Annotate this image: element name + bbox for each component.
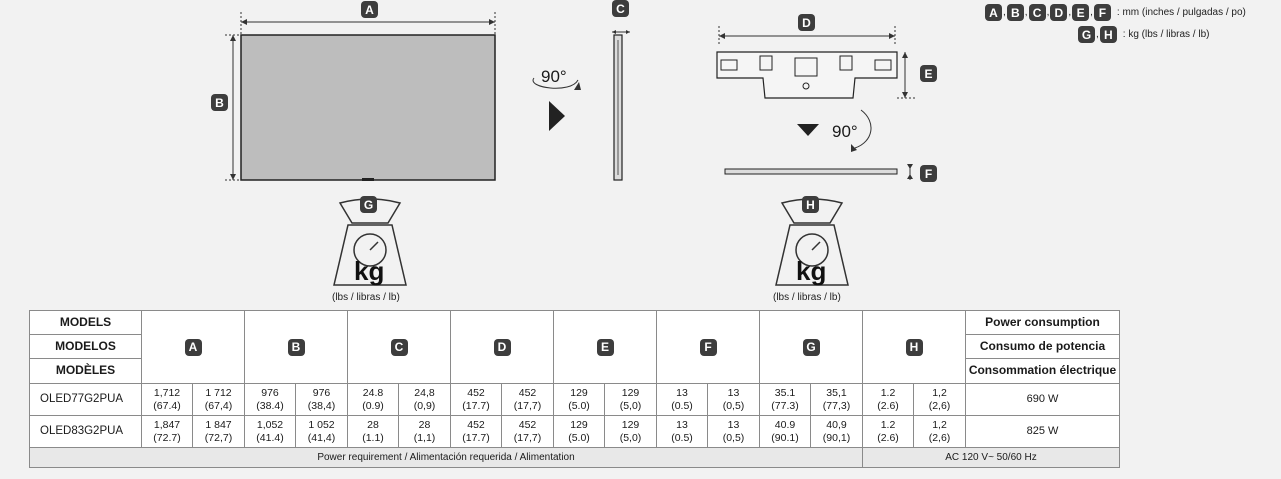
scale-tv-icon: kg: [333, 198, 407, 286]
rotate-label-2: 90°: [832, 122, 858, 141]
label-g: G: [360, 196, 377, 213]
cell-value: 1,847(72.7): [141, 415, 193, 448]
power-header-es: Consumo de potencia: [965, 334, 1120, 359]
models-header-en: MODELS: [29, 310, 142, 335]
power-value: 690 W: [965, 383, 1120, 416]
cell-value: 13(0,5): [707, 383, 760, 416]
tv-side-diagram: [612, 30, 630, 181]
cell-value: 35,1(77,3): [810, 383, 863, 416]
cell-value: 28(1.1): [347, 415, 399, 448]
table-row: OLED77G2PUA 1,712(67.4) 1 712(67,4) 976(…: [29, 383, 1120, 416]
weight-units: : kg (lbs / libras / lb): [1122, 29, 1210, 40]
cell-value: 24,8(0,9): [398, 383, 451, 416]
models-header-fr: MODÈLES: [29, 358, 142, 384]
cell-value: 1 712(67,4): [192, 383, 245, 416]
header-g: G: [759, 310, 863, 384]
cell-value: 452(17.7): [450, 383, 502, 416]
label-d: D: [798, 14, 815, 31]
badge-d: D: [1050, 4, 1068, 21]
cell-value: 976(38.4): [244, 383, 296, 416]
cell-value: 40.9(90.1): [759, 415, 811, 448]
cell-value: 129(5,0): [604, 383, 657, 416]
cell-value: 35.1(77.3): [759, 383, 811, 416]
cell-value: 129(5.0): [553, 415, 605, 448]
header-b: B: [244, 310, 348, 384]
cell-value: 452(17,7): [501, 383, 554, 416]
spec-table: MODELS A B C D E F G H Power consumption…: [29, 310, 1120, 468]
badge-b: B: [1006, 4, 1024, 21]
table-row: OLED83G2PUA 1,847(72.7) 1 847(72,7) 1,05…: [29, 415, 1120, 448]
cell-value: 1,052(41.4): [244, 415, 296, 448]
cell-value: 1 847(72,7): [192, 415, 245, 448]
header-a: A: [141, 310, 245, 384]
model-name: OLED83G2PUA: [29, 415, 142, 448]
label-b: B: [211, 94, 228, 111]
cell-value: 452(17,7): [501, 415, 554, 448]
scale-tv-unit: kg: [354, 256, 384, 286]
badge-h: H: [1099, 26, 1117, 43]
cell-value: 1,2(2,6): [913, 415, 966, 448]
badge-g: G: [1078, 26, 1095, 43]
wall-bracket-diagram: [716, 26, 915, 180]
cell-value: 452(17.7): [450, 415, 502, 448]
label-c: C: [612, 0, 629, 17]
cell-value: 1.2(2.6): [862, 383, 914, 416]
header-d: D: [450, 310, 554, 384]
cell-value: 24.8(0.9): [347, 383, 399, 416]
label-e: E: [920, 65, 937, 82]
cell-value: 28(1,1): [398, 415, 451, 448]
power-header-fr: Consommation électrique: [965, 358, 1120, 384]
badge-e: E: [1072, 4, 1090, 21]
label-a: A: [361, 1, 378, 18]
cell-value: 976(38,4): [295, 383, 348, 416]
power-requirement-label: Power requirement / Alimentación requeri…: [29, 447, 863, 468]
power-requirement-value: AC 120 V~ 50/60 Hz: [862, 447, 1120, 468]
tv-front-diagram: [225, 12, 496, 181]
rotate-arrow-icon: [532, 77, 581, 90]
badge-f: F: [1093, 4, 1111, 21]
cell-value: 129(5,0): [604, 415, 657, 448]
cell-value: 13(0.5): [656, 415, 708, 448]
badge-a: A: [985, 4, 1002, 21]
header-c: C: [347, 310, 451, 384]
cell-value: 1,712(67.4): [141, 383, 193, 416]
cell-value: 40,9(90,1): [810, 415, 863, 448]
label-h: H: [802, 196, 819, 213]
model-name: OLED77G2PUA: [29, 383, 142, 416]
cell-value: 1 052(41,4): [295, 415, 348, 448]
cell-value: 129(5.0): [553, 383, 605, 416]
header-h: H: [862, 310, 966, 384]
dimension-legend: A, B, C, D, E, F : mm (inches / pulgadas…: [985, 4, 1246, 21]
cell-value: 13(0.5): [656, 383, 708, 416]
cell-value: 1,2(2,6): [913, 383, 966, 416]
header-e: E: [553, 310, 657, 384]
play-arrow-icon: [549, 101, 565, 131]
weight-legend: G, H : kg (lbs / libras / lb): [1078, 26, 1209, 43]
cell-value: 13(0,5): [707, 415, 760, 448]
badge-c: C: [1028, 4, 1046, 21]
header-f: F: [656, 310, 760, 384]
scale-tv-caption: (lbs / libras / lb): [332, 292, 400, 303]
power-value: 825 W: [965, 415, 1120, 448]
cell-value: 1.2(2.6): [862, 415, 914, 448]
scale-bracket-unit: kg: [796, 256, 826, 286]
models-header-es: MODELOS: [29, 334, 142, 359]
label-f: F: [920, 165, 937, 182]
rotate-label-1: 90°: [541, 67, 567, 86]
dimension-units: : mm (inches / pulgadas / po): [1116, 7, 1246, 18]
scale-bracket-icon: kg: [775, 198, 849, 286]
scale-bracket-caption: (lbs / libras / lb): [773, 292, 841, 303]
power-header-en: Power consumption: [965, 310, 1120, 335]
